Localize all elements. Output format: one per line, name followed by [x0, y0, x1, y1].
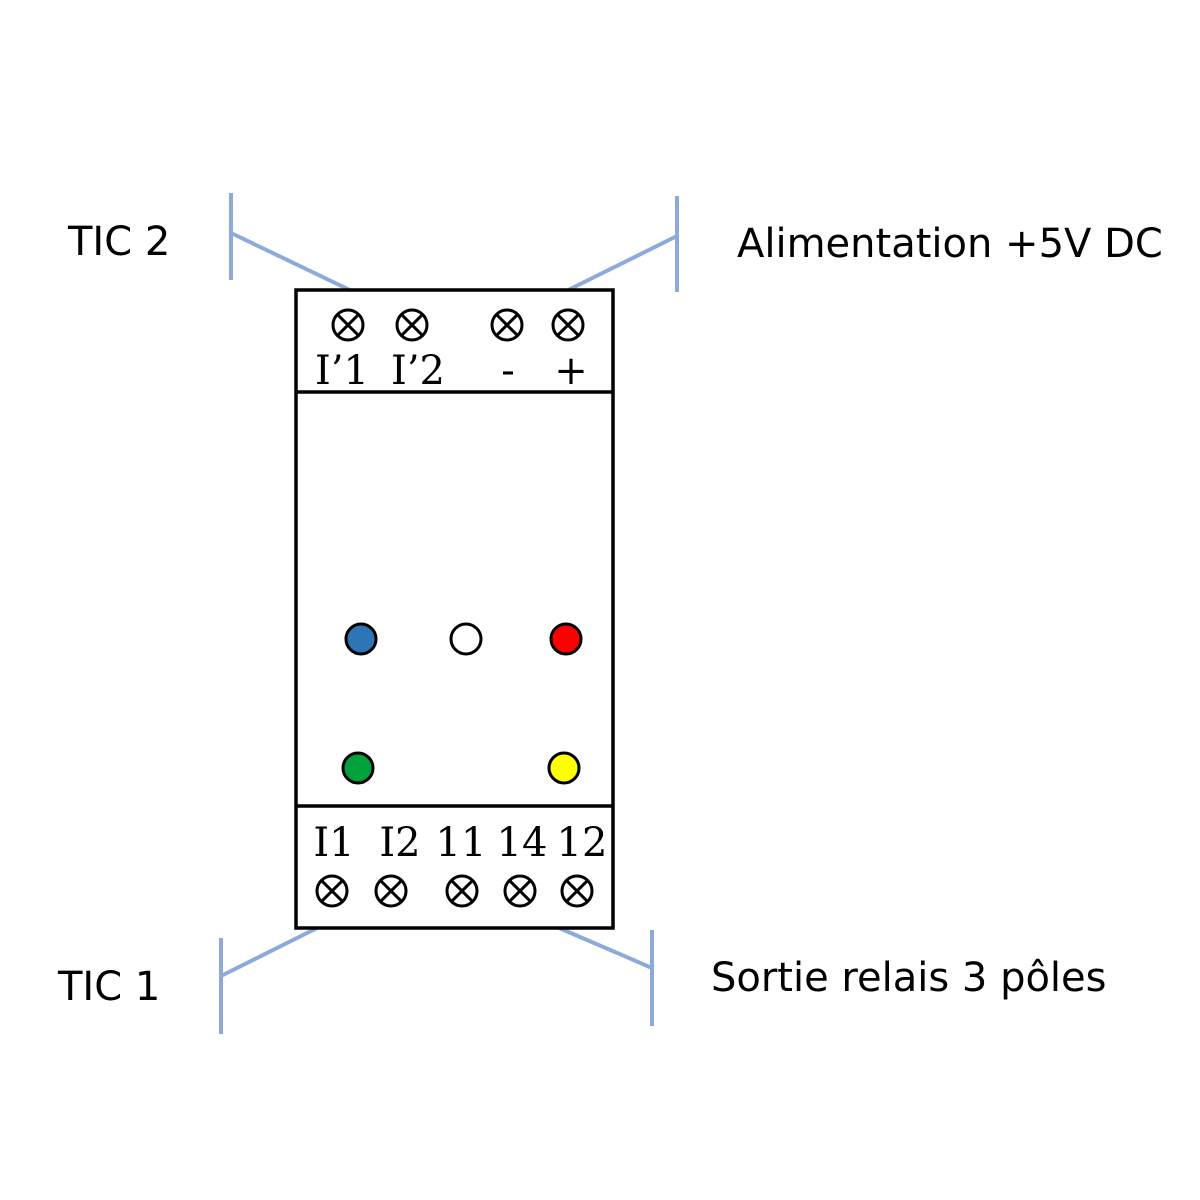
label-sortie: Sortie relais 3 pôles — [711, 955, 1107, 1001]
top-screw-row — [331, 308, 585, 342]
label-alimentation: Alimentation +5V DC — [737, 221, 1163, 267]
led-blue — [344, 622, 378, 656]
bottom-terminal-label: I2 — [379, 820, 420, 866]
label-tic2: TIC 2 — [67, 219, 170, 265]
top-terminal-label: I’2 — [391, 348, 445, 394]
bottom-screw-row — [315, 874, 594, 908]
label-tic1: TIC 1 — [57, 964, 160, 1010]
bottom-terminal-label: 14 — [497, 820, 548, 866]
bottom-terminal-label: I1 — [313, 820, 354, 866]
screw-terminal-icon — [331, 308, 365, 342]
screw-terminal-icon — [560, 874, 594, 908]
screw-terminal-icon — [315, 874, 349, 908]
top-terminal-label: + — [554, 348, 588, 394]
bottom-terminal-label: 11 — [436, 820, 487, 866]
top-terminal-label: - — [501, 348, 515, 394]
module-housing — [294, 288, 615, 930]
bottom-terminal-label: 12 — [557, 820, 608, 866]
led-green — [341, 751, 375, 785]
led-white — [449, 622, 483, 656]
screw-terminal-icon — [490, 308, 524, 342]
screw-terminal-icon — [551, 308, 585, 342]
top-terminal-label: I’1 — [315, 348, 369, 394]
led-yellow — [547, 751, 581, 785]
led-red — [549, 622, 583, 656]
screw-terminal-icon — [503, 874, 537, 908]
screw-terminal-icon — [445, 874, 479, 908]
leader-tic2 — [229, 193, 382, 307]
screw-terminal-icon — [374, 874, 408, 908]
screw-terminal-icon — [395, 308, 429, 342]
